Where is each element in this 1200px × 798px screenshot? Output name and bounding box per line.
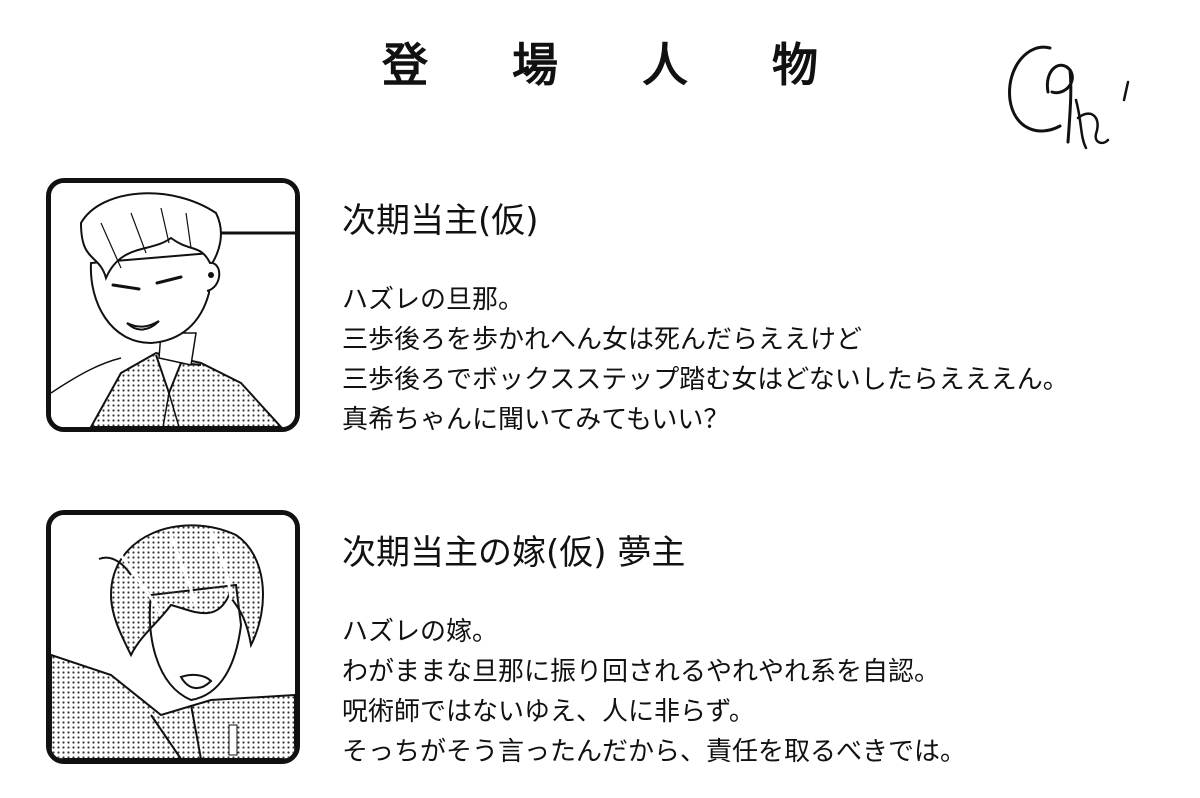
description-line: わがままな旦那に振り回されるやれやれ系を自認。 bbox=[342, 657, 941, 687]
description-line: 真希ちゃんに聞いてみてもいい？ bbox=[342, 405, 730, 435]
character-name: 次期当主(仮) bbox=[342, 201, 539, 241]
portrait-illustration bbox=[51, 515, 295, 759]
description-line: 三歩後ろを歩かれへん女は死んだらええけど bbox=[342, 325, 863, 355]
artist-signature bbox=[1008, 45, 1130, 150]
description-line: 呪術師ではないゆえ、人に非らず。 bbox=[342, 697, 755, 727]
character-name: 次期当主の嫁(仮) 夢主 bbox=[342, 533, 686, 573]
description-line: そっちがそう言ったんだから、責任を取るべきでは。 bbox=[342, 737, 967, 767]
character-description: ハズレの旦那。 三歩後ろを歩かれへん女は死んだらええけど 三歩後ろでボックスステ… bbox=[342, 280, 1162, 440]
page-title: 登 場 人 物 bbox=[381, 38, 853, 92]
character-portrait bbox=[46, 510, 300, 764]
description-line: ハズレの嫁。 bbox=[342, 617, 499, 647]
description-line: 三歩後ろでボックスステップ踏む女はどないしたらえええん。 bbox=[342, 365, 1069, 395]
character-description: ハズレの嫁。 わがままな旦那に振り回されるやれやれ系を自認。 呪術師ではないゆえ… bbox=[342, 612, 1162, 772]
description-line: ハズレの旦那。 bbox=[342, 285, 525, 315]
character-portrait bbox=[46, 178, 300, 432]
portrait-illustration bbox=[51, 183, 295, 427]
